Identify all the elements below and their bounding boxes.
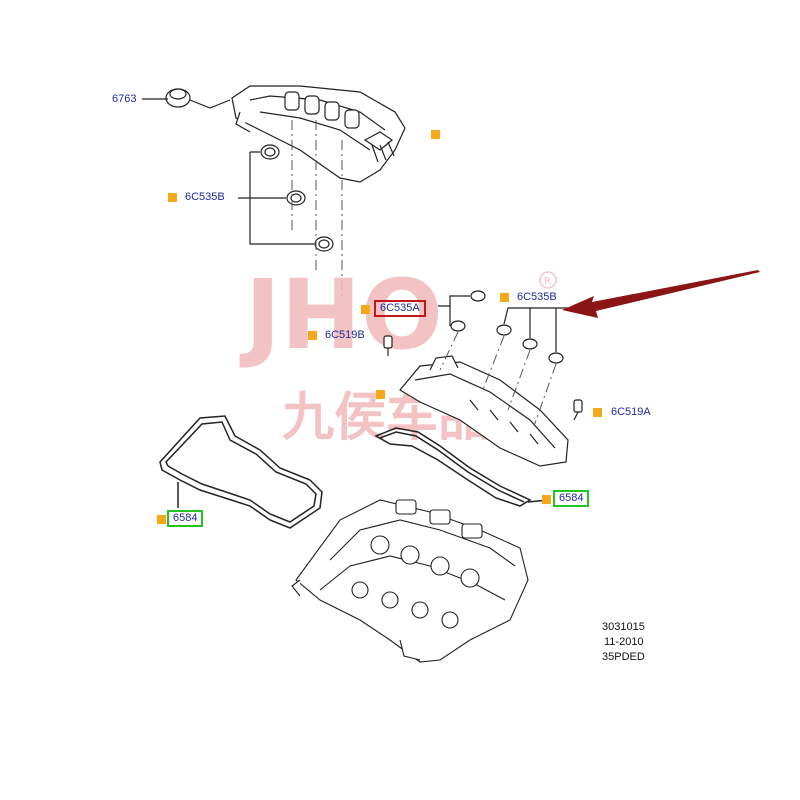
svg-text:R: R: [544, 276, 551, 287]
oil-filler-cap: [142, 88, 231, 109]
drawing-number: 3031015: [602, 621, 645, 633]
callout-6c535b-lower[interactable]: 6C535B: [517, 291, 557, 303]
sensors: [383, 335, 583, 421]
cylinder-head: [291, 499, 529, 663]
marker-6584-right: [542, 495, 551, 504]
marker-6c519a: [593, 408, 602, 417]
marker-6c535a: [361, 305, 370, 314]
lower-valve-cover: [399, 355, 569, 467]
marker-lower-cover: [376, 390, 385, 399]
drawing-code: 3031015 11-2010 35PDED: [602, 620, 645, 665]
marker-6584-left: [157, 515, 166, 524]
lower-seals: [438, 290, 568, 364]
callout-6c519a[interactable]: 6C519A: [611, 406, 651, 418]
callout-6c535a[interactable]: 6C535A: [374, 300, 426, 317]
marker-upper-cover: [431, 130, 440, 139]
marker-6c535b-upper: [168, 193, 177, 202]
callout-6584-left[interactable]: 6584: [167, 510, 204, 527]
callout-6c535b-upper[interactable]: 6C535B: [185, 191, 225, 203]
callout-6763[interactable]: 6763: [112, 93, 137, 105]
marker-6c535b-lower: [500, 293, 509, 302]
pointer-arrow: [562, 270, 760, 318]
callout-6c519b[interactable]: 6C519B: [325, 329, 365, 341]
marker-6c519b: [308, 331, 317, 340]
drawing-date: 11-2010: [604, 636, 644, 648]
centerlines-lower: [439, 331, 557, 427]
gasket-left: [159, 415, 323, 529]
upper-valve-cover: [231, 85, 406, 183]
drawing-engine-code: 35PDED: [602, 651, 645, 663]
callout-6584-right[interactable]: 6584: [553, 490, 590, 507]
centerlines-upper: [291, 120, 343, 300]
